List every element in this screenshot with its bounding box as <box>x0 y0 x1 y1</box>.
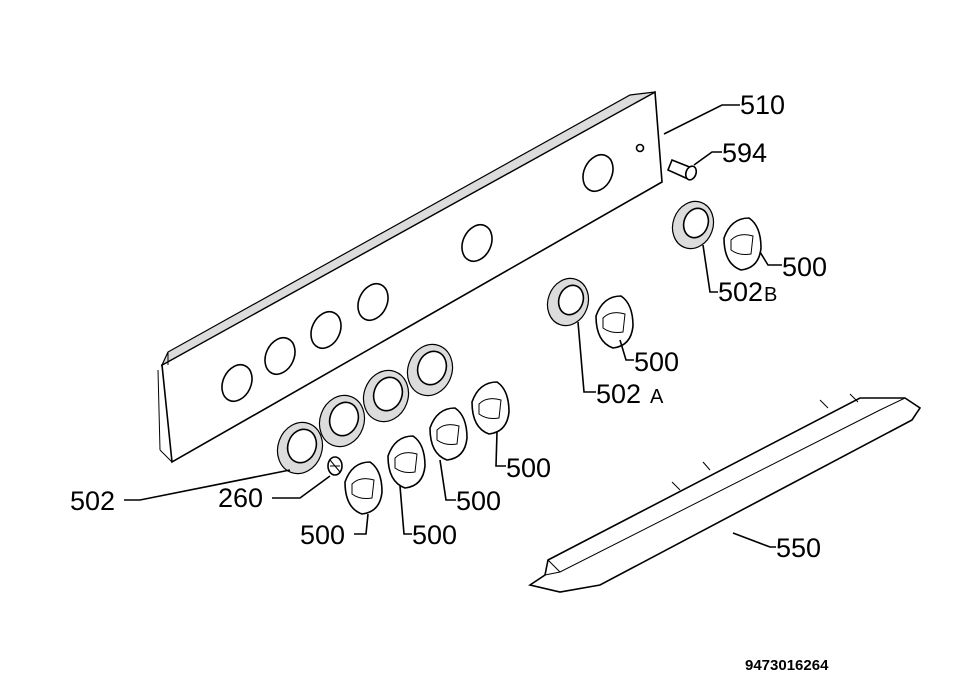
knobs <box>344 217 762 515</box>
knob <box>723 217 762 271</box>
bezel-ring-b <box>671 200 715 250</box>
leader-lines <box>124 104 782 548</box>
part-labels: 510 594 500 502 B 500 502 A 500 500 500 … <box>70 90 829 674</box>
label-rings: 502 <box>70 486 115 516</box>
bezel-ring <box>406 343 454 397</box>
label-panel: 510 <box>740 90 785 120</box>
label-knob-r1: 500 <box>412 520 457 550</box>
bezel-ring <box>318 394 366 448</box>
knob <box>387 435 426 489</box>
label-ring-a: 502 <box>596 379 641 409</box>
knob <box>344 461 383 515</box>
knob <box>471 381 510 435</box>
knob <box>595 295 634 349</box>
label-knob-l1: 500 <box>300 520 345 550</box>
label-knob-r3: 500 <box>506 453 551 483</box>
label-knob-mid: 500 <box>634 347 679 377</box>
spring <box>327 456 343 476</box>
bezel-ring <box>276 421 324 475</box>
trim-strip <box>528 393 922 593</box>
indicator-pin <box>666 158 698 181</box>
label-ring-b: 502 <box>718 277 763 307</box>
label-pin: 594 <box>722 138 767 168</box>
knob <box>429 407 468 461</box>
label-ring-a-suffix: A <box>650 386 664 408</box>
label-trim: 550 <box>776 533 821 563</box>
label-ring-b-suffix: B <box>764 284 777 306</box>
label-knob-r2: 500 <box>456 486 501 516</box>
bezel-ring-group <box>276 343 454 475</box>
bezel-ring <box>362 369 410 423</box>
label-spring: 260 <box>218 483 263 513</box>
bezel-ring-a <box>546 277 590 327</box>
drawing-code: 9473016264 <box>745 657 829 674</box>
label-knob-br: 500 <box>782 252 827 282</box>
control-panel <box>157 90 663 464</box>
